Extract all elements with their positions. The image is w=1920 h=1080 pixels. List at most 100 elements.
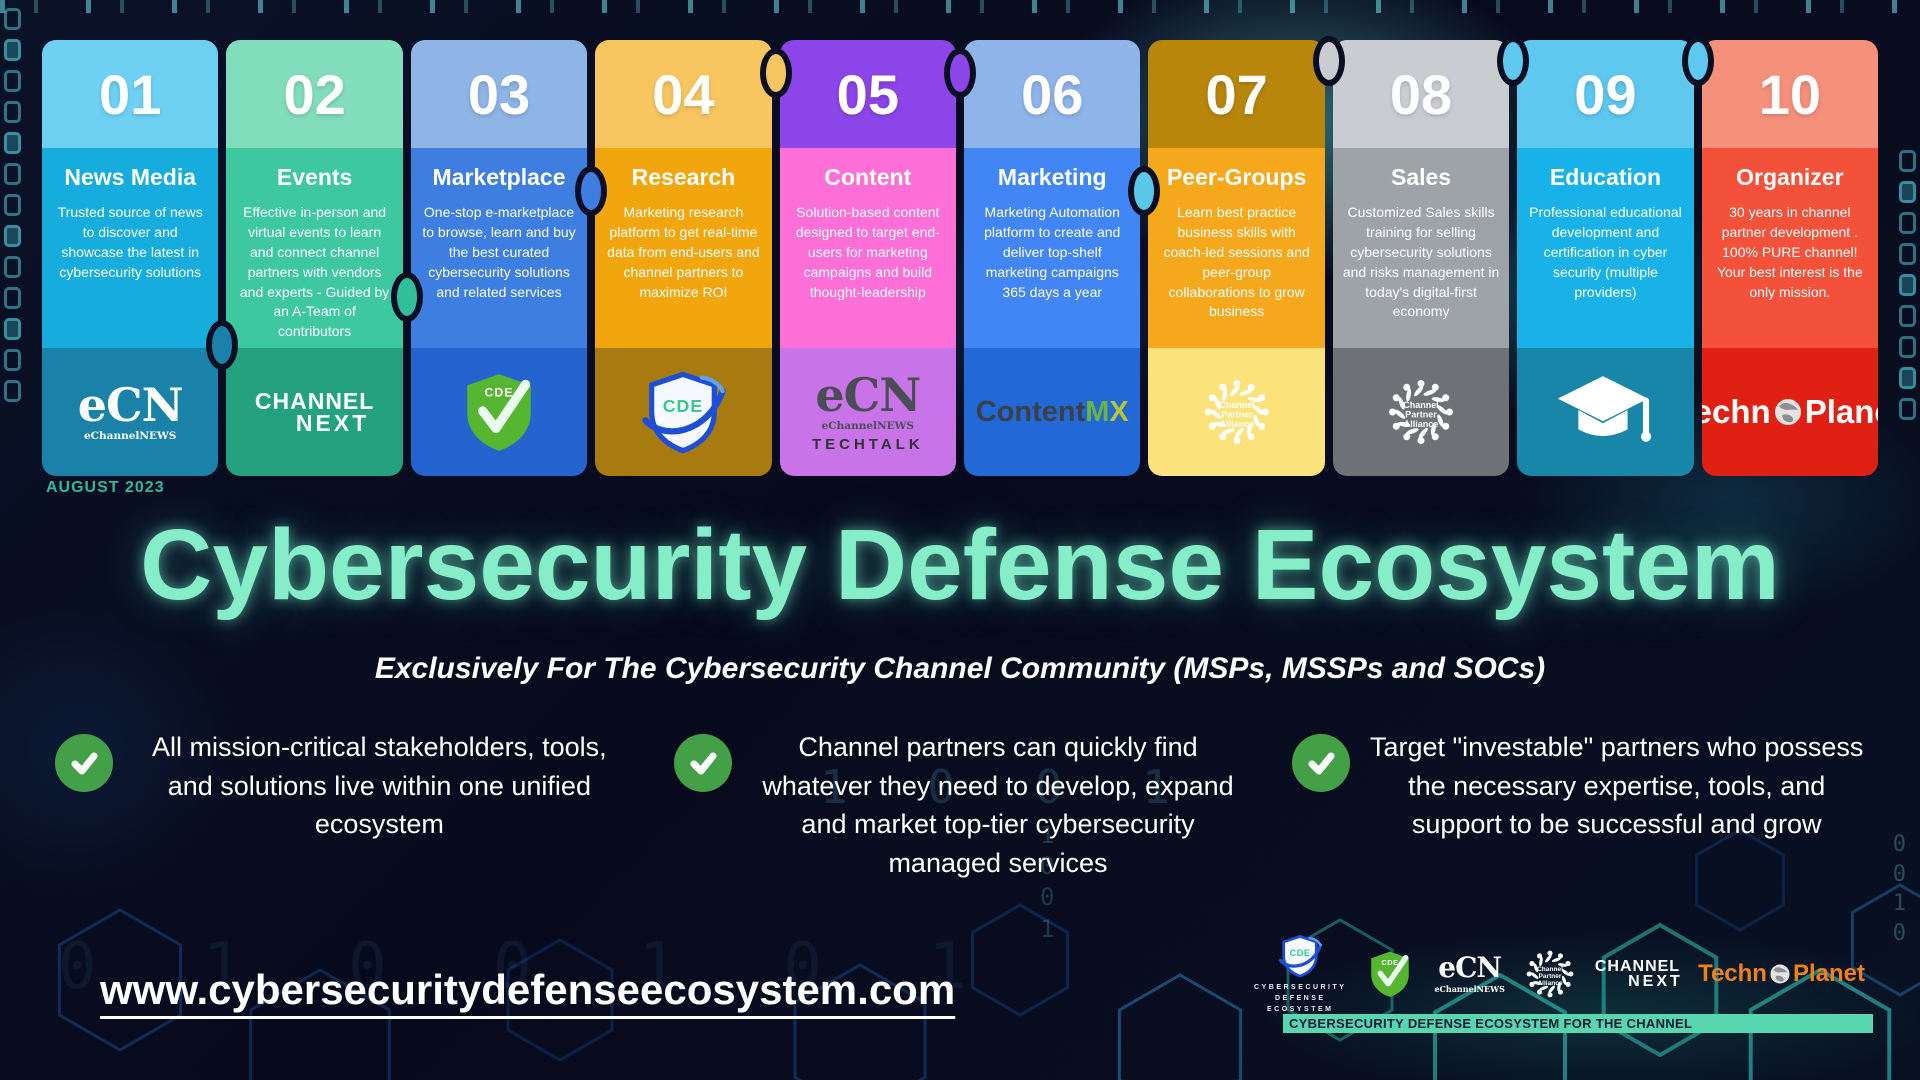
card-research: 04 Research Marketing research platform … <box>595 40 772 476</box>
card-description: Effective in-person and virtual events t… <box>239 204 390 340</box>
footer-banner: CYBERSECURITY DEFENSE ECOSYSTEM FOR THE … <box>1283 1014 1873 1033</box>
card-logo: Channel Partner Alliance <box>1148 348 1325 476</box>
svg-text:CDE: CDE <box>1290 948 1311 958</box>
svg-text:Partner: Partner <box>1405 409 1437 419</box>
checkmark-icon <box>55 734 113 792</box>
card-body: Events Effective in-person and virtual e… <box>226 148 403 348</box>
technoplanet-logo: Techn Planet <box>1698 960 1865 987</box>
card-number: 10 <box>1701 40 1879 148</box>
puzzle-knob-decoration <box>1128 166 1160 216</box>
svg-text:Alliance: Alliance <box>1219 419 1253 429</box>
graduation-cap-icon <box>1558 376 1652 442</box>
card-logo: ContentMX <box>964 348 1141 476</box>
card-title: Marketing <box>997 164 1107 190</box>
card-description: Solution-based content designed to targe… <box>795 204 940 300</box>
puzzle-knob-decoration <box>391 272 423 322</box>
card-description: Marketing research platform to get real-… <box>607 204 760 300</box>
card-description: Learn best practice business skills with… <box>1163 204 1310 320</box>
page-title: Cybersecurity Defense Ecosystem <box>140 509 1780 621</box>
circuit-ticks-decoration <box>0 0 1920 13</box>
card-title: Research <box>631 164 736 190</box>
card-title: Organizer <box>1736 164 1844 190</box>
card-events: 02 Events Effective in-person and virtua… <box>226 40 403 476</box>
card-logo <box>1517 348 1694 476</box>
channel-partner-alliance-icon: Channel Partner Alliance <box>1204 379 1269 445</box>
channel-partner-alliance-icon: Channel Partner Alliance <box>1526 950 1574 998</box>
card-body: Education Professional educational devel… <box>1517 148 1694 348</box>
card-number: 09 <box>1517 40 1694 148</box>
card-marketplace: 03 Marketplace One-stop e-marketplace to… <box>410 40 588 476</box>
svg-text:Channel: Channel <box>1403 400 1438 410</box>
card-sales: 08 Sales Customized Sales skills trainin… <box>1332 40 1510 476</box>
cde-green-shield-icon: CDE <box>1371 951 1410 997</box>
circuit-strip-decoration <box>4 8 21 402</box>
benefit-text: Channel partners can quickly find whatev… <box>762 732 1234 878</box>
date-label: AUGUST 2023 <box>46 479 165 496</box>
card-number: 05 <box>779 40 957 148</box>
card-description: Trusted source of news to discover and s… <box>57 204 203 280</box>
checkmark-icon <box>673 734 732 792</box>
card-body: Marketing Marketing Automation platform … <box>964 148 1141 348</box>
benefit-text: Target "investable" partners who possess… <box>1369 732 1864 840</box>
card-number: 08 <box>1332 40 1510 148</box>
puzzle-knob-decoration <box>206 320 238 370</box>
technoplanet-logo: Techn Planet <box>1701 393 1878 430</box>
card-peer-groups: 07 Peer-Groups Learn best practice busin… <box>1148 40 1325 476</box>
card-number: 06 <box>964 40 1141 148</box>
benefits-row: All mission-critical stakeholders, tools… <box>55 728 1865 882</box>
card-body: Organizer 30 years in channel partner de… <box>1701 148 1879 348</box>
card-logo: CDE <box>410 348 588 476</box>
puzzle-cards-row: 01 News Media Trusted source of news to … <box>42 40 1879 476</box>
svg-text:CDE: CDE <box>485 386 514 400</box>
card-marketing: 06 Marketing Marketing Automation platfo… <box>964 40 1141 476</box>
svg-text:Channel: Channel <box>1537 966 1563 973</box>
benefit-text: All mission-critical stakeholders, tools… <box>152 732 607 840</box>
website-link[interactable]: www.cybersecuritydefenseecosystem.com <box>100 966 956 1013</box>
svg-text:Partner: Partner <box>1221 409 1253 419</box>
svg-text:Alliance: Alliance <box>1537 980 1562 987</box>
card-description: Customized Sales skills training for sel… <box>1342 204 1500 320</box>
svg-text:Alliance: Alliance <box>1404 419 1438 429</box>
card-description: One-stop e-marketplace to browse, learn … <box>422 204 576 300</box>
puzzle-knob-decoration <box>575 166 607 216</box>
contentmx-logo: ContentMX <box>975 395 1129 428</box>
globe-icon <box>1770 964 1790 984</box>
card-number: 03 <box>410 40 588 148</box>
benefit-item: Target "investable" partners who possess… <box>1292 728 1865 882</box>
cde-shield-icon: CDE <box>642 371 727 454</box>
puzzle-knob-decoration <box>1682 36 1714 86</box>
card-body: Marketplace One-stop e-marketplace to br… <box>410 148 588 348</box>
card-organizer: 10 Organizer 30 years in channel partner… <box>1701 40 1879 476</box>
checkmark-icon <box>1292 734 1351 792</box>
puzzle-knob-decoration <box>1313 36 1345 86</box>
card-title: News Media <box>64 164 197 190</box>
svg-text:Channel: Channel <box>1219 400 1254 410</box>
benefit-item: All mission-critical stakeholders, tools… <box>55 728 628 882</box>
card-body: Peer-Groups Learn best practice business… <box>1148 148 1325 348</box>
puzzle-knob-decoration <box>760 48 792 98</box>
globe-icon <box>1774 399 1801 425</box>
card-logo: Techn Planet <box>1701 348 1879 476</box>
benefit-item: Channel partners can quickly find whatev… <box>673 728 1247 882</box>
card-title: Peer-Groups <box>1166 164 1307 190</box>
card-news-media: 01 News Media Trusted source of news to … <box>42 40 219 476</box>
card-description: 30 years in channel partner development … <box>1716 204 1863 300</box>
svg-text:CDE: CDE <box>663 396 704 416</box>
svg-text:Partner: Partner <box>1538 973 1561 980</box>
card-title: Content <box>824 164 912 190</box>
cde-green-shield-icon: CDE <box>467 374 531 451</box>
card-title: Marketplace <box>432 164 566 190</box>
card-body: Research Marketing research platform to … <box>595 148 772 348</box>
card-number: 07 <box>1148 40 1325 148</box>
card-number: 01 <box>42 40 219 148</box>
card-content: 05 Content Solution-based content design… <box>779 40 957 476</box>
page-subtitle: Exclusively For The Cybersecurity Channe… <box>374 652 1546 685</box>
